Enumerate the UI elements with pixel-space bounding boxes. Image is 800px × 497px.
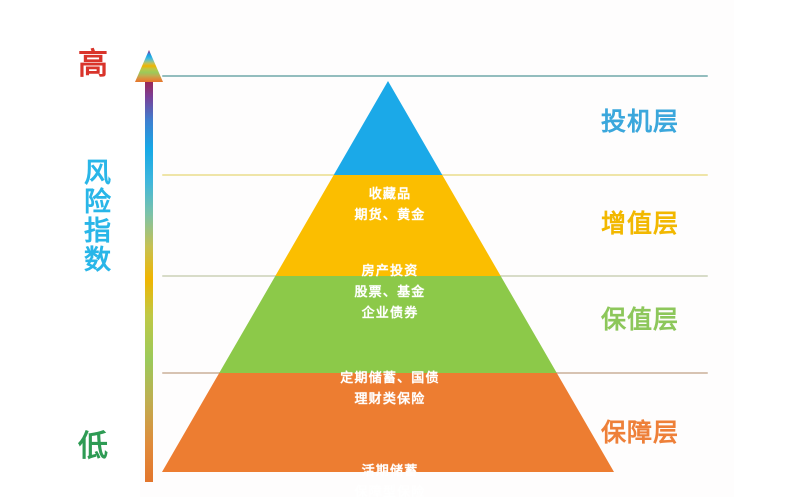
tier-label-protection: 保障层: [601, 419, 680, 447]
tier-label-appreciation: 增值层: [601, 210, 680, 238]
axis-label-high: 高: [78, 48, 108, 81]
pyramid-layer-preservation: [219, 276, 557, 373]
pyramid-layer-speculation: [333, 81, 443, 175]
pyramid-layer-appreciation: [275, 175, 501, 276]
tier-divider-top: [162, 75, 708, 77]
pyramid-layer-protection: [162, 373, 614, 472]
layer-items-appreciation: 房产投资股票、基金企业债券: [354, 263, 426, 321]
tier-label-speculation: 投机层: [601, 108, 680, 136]
tier-label-preservation: 保值层: [601, 306, 680, 334]
pyramid-shape: [162, 81, 614, 472]
layer-items-speculation: 收藏品期货、黄金: [354, 186, 426, 223]
axis-label-risk-index: 风险指数: [80, 158, 110, 274]
layer-items-preservation: 定期储蓄、国债理财类保险: [340, 370, 440, 407]
risk-gradient-arrow-icon: [135, 50, 163, 482]
axis-label-low: 低: [78, 430, 108, 463]
